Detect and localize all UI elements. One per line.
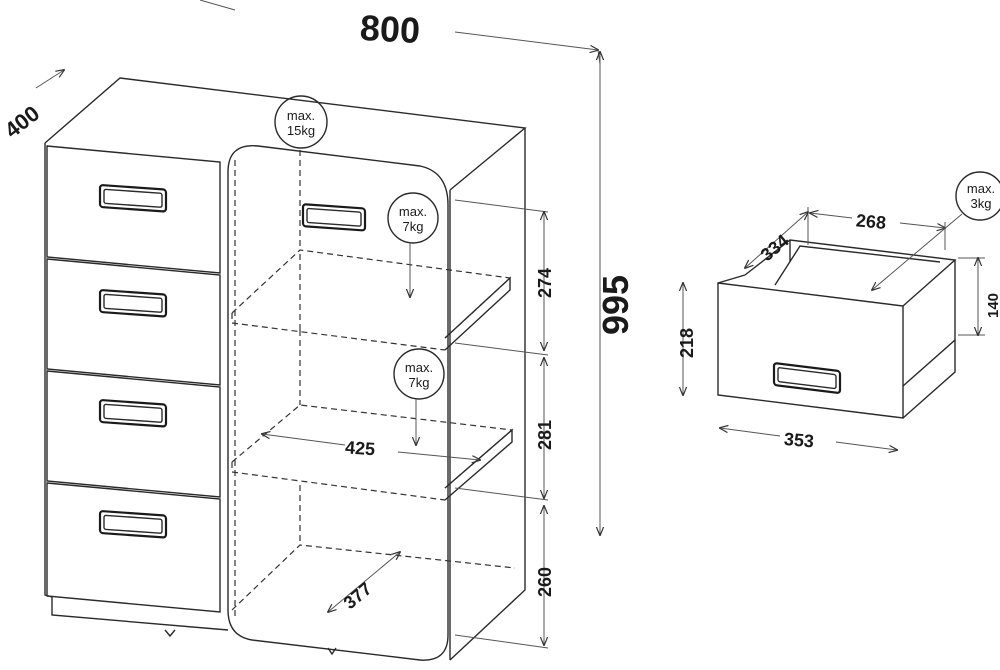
svg-text:7kg: 7kg xyxy=(409,375,430,390)
svg-text:max.: max. xyxy=(967,181,995,196)
dim-drawer-inner-width: 268 xyxy=(807,207,945,250)
dim-shelf-281: 281 xyxy=(535,420,555,450)
svg-text:7kg: 7kg xyxy=(403,219,424,234)
dim-inner-depth: 377 xyxy=(328,552,400,613)
dim-drawer-height-outer: 218 xyxy=(677,283,697,395)
drawer-detail-handle xyxy=(772,362,842,394)
dim-drawer-inner-depth-label: 334 xyxy=(757,230,793,265)
dim-drawer-inner-width-label: 268 xyxy=(855,210,887,233)
cabinet xyxy=(44,77,527,661)
cabinet-bottom xyxy=(231,544,516,611)
cabinet-door xyxy=(227,145,449,661)
dim-depth: 400 xyxy=(0,70,64,143)
load-shelf-upper: max. 7kg xyxy=(387,192,439,297)
load-drawer: max. 3kg xyxy=(872,171,1000,290)
dim-width: 800 xyxy=(199,0,601,65)
drawer-handle xyxy=(98,289,168,318)
dim-drawer-inner-height: 140 xyxy=(958,258,1000,335)
drawer-handle xyxy=(98,399,168,428)
svg-text:3kg: 3kg xyxy=(971,196,992,211)
shelf-upper xyxy=(231,249,512,351)
drawer-detail xyxy=(717,239,957,419)
dim-depth-label: 400 xyxy=(0,101,44,143)
drawer-4 xyxy=(46,482,221,613)
cabinet-side xyxy=(449,128,526,661)
dim-inner-width-label: 425 xyxy=(344,437,375,459)
door-handle xyxy=(301,203,367,232)
dim-inner-depth-label: 377 xyxy=(340,578,376,613)
dim-height-label: 995 xyxy=(595,275,636,335)
drawer-handle xyxy=(98,184,168,213)
dim-drawer-width-outer-label: 353 xyxy=(783,429,815,452)
drawer-front xyxy=(717,282,904,419)
cabinet-top xyxy=(44,77,527,191)
dim-drawer-inner-height-label: 140 xyxy=(985,293,1000,318)
dim-width-label: 800 xyxy=(359,7,421,51)
svg-text:max.: max. xyxy=(287,108,315,123)
svg-text:max.: max. xyxy=(405,360,433,375)
dim-shelf-274: 274 xyxy=(535,268,555,298)
drawer-2 xyxy=(46,258,221,386)
svg-text:max.: max. xyxy=(399,204,427,219)
dim-shelf-260: 260 xyxy=(535,567,555,597)
load-shelf-lower: max. 7kg xyxy=(393,348,445,445)
dim-drawer-inner-depth: 334 xyxy=(745,212,808,268)
svg-text:15kg: 15kg xyxy=(287,123,315,138)
dim-height: 995 xyxy=(595,52,636,535)
drawer-handle xyxy=(98,510,168,539)
dim-drawer-height-outer-label: 218 xyxy=(677,328,697,358)
dim-shelf-spacing: 274 281 260 xyxy=(454,199,555,649)
drawer-1 xyxy=(46,145,221,274)
load-top: max. 15kg xyxy=(274,95,328,149)
dim-inner-width: 425 xyxy=(262,434,480,460)
drawer-3 xyxy=(46,370,221,498)
dim-drawer-width-outer: 353 xyxy=(720,428,897,451)
